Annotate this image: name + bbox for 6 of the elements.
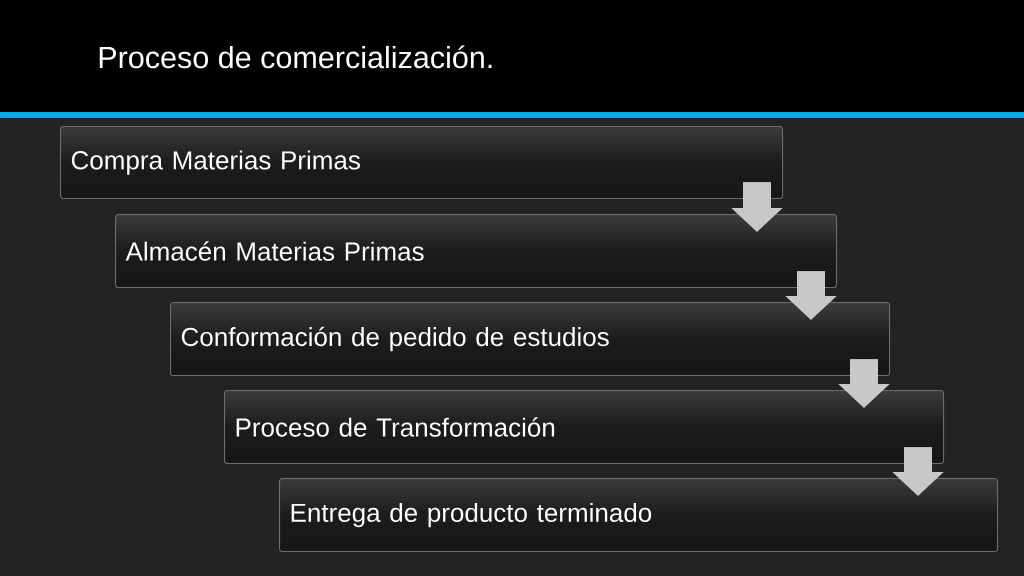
process-box: Proceso de Transformación — [224, 390, 945, 465]
process-box: Entrega de producto terminado — [279, 478, 999, 553]
title: Proceso de comercialización. — [99, 45, 492, 69]
process-box: Almacén Materias Primas — [115, 214, 838, 289]
process-box: Conformación de pedido de estudios — [170, 302, 891, 377]
process-box: Compra Materias Primas — [60, 126, 784, 200]
